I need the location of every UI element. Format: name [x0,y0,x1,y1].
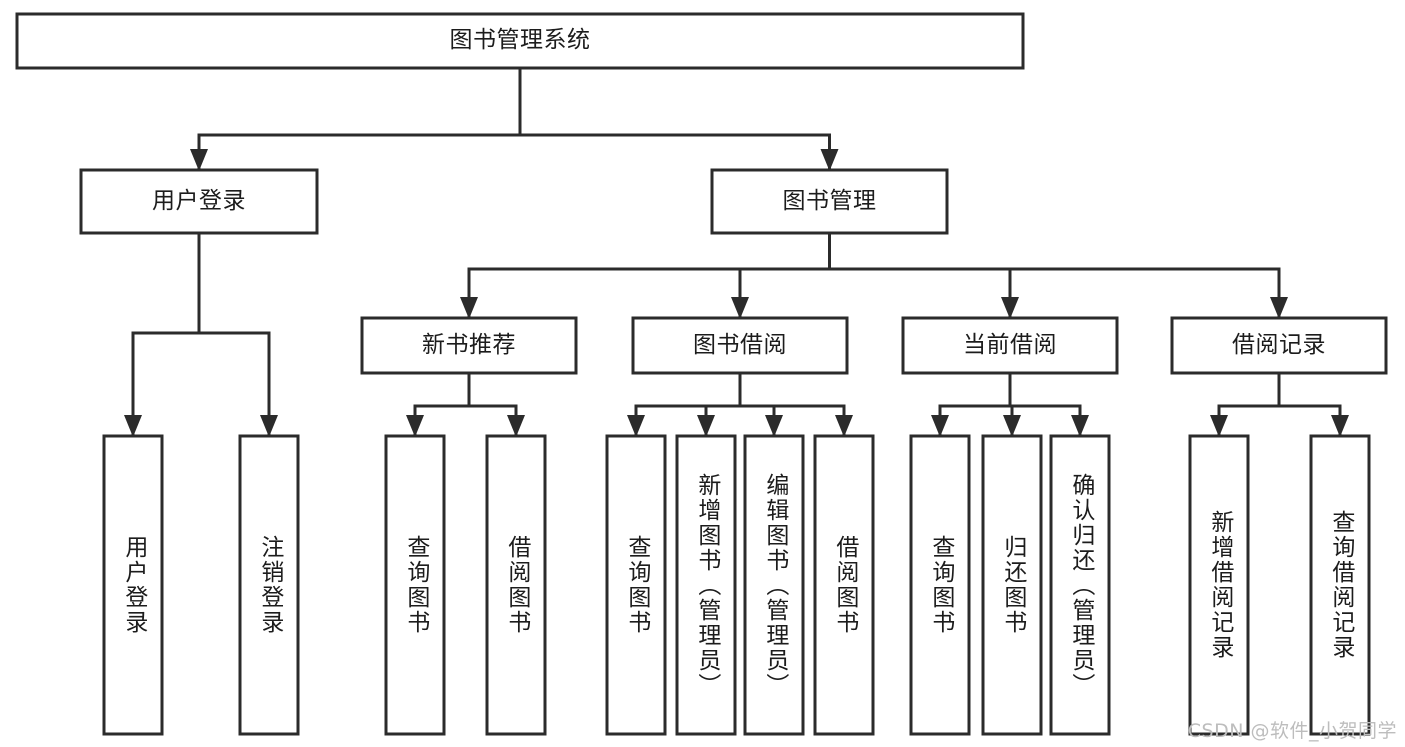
node-box-leaf-query-book-3 [909,434,971,736]
node-leaf-add-borrow-record-hitarea[interactable] [1190,436,1248,734]
node-leaf-query-borrow-record-hitarea[interactable] [1311,436,1369,734]
node-leaf-query-book-2-hitarea[interactable] [607,436,665,734]
node-box-book-manage [710,168,949,235]
node-box-borrow-record [1170,316,1388,375]
arrow-to-leaf-query-borrow-record [1331,415,1349,437]
node-box-root [15,12,1025,70]
node-box-leaf-query-book-1 [384,434,446,736]
node-box-leaf-edit-book [743,434,805,736]
node-box-leaf-user-logout [238,434,300,736]
node-leaf-edit-book-hitarea[interactable] [745,436,803,734]
node-leaf-return-book-hitarea[interactable] [983,436,1041,734]
node-leaf-query-book-3-hitarea[interactable] [911,436,969,734]
node-user-login-hitarea[interactable] [81,170,317,233]
arrow-to-new-book-recommend [460,297,478,319]
node-leaf-borrow-book-1-hitarea[interactable] [487,436,545,734]
node-box-leaf-borrow-book-1 [485,434,547,736]
arrow-to-leaf-add-borrow-record [1210,415,1228,437]
node-box-user-login [79,168,319,235]
node-current-borrow-hitarea[interactable] [903,318,1117,373]
arrow-to-leaf-return-book [1003,415,1021,437]
arrow-to-user-login [190,149,208,171]
node-box-leaf-add-book [675,434,737,736]
node-book-manage-hitarea[interactable] [712,170,947,233]
node-box-book-borrow [631,316,849,375]
arrow-to-book-borrow [731,297,749,319]
node-leaf-borrow-book-2-hitarea[interactable] [815,436,873,734]
node-box-leaf-confirm-return [1049,434,1111,736]
node-book-borrow-hitarea[interactable] [633,318,847,373]
node-box-leaf-return-book [981,434,1043,736]
arrow-to-leaf-user-logout [260,415,278,437]
node-box-current-borrow [901,316,1119,375]
arrow-to-book-manage [820,149,839,171]
node-box-new-book-recommend [360,316,578,375]
node-new-book-recommend-hitarea[interactable] [362,318,576,373]
arrow-to-leaf-query-book-3 [931,415,949,437]
node-leaf-user-logout-hitarea[interactable] [240,436,298,734]
arrow-to-leaf-query-book-2 [627,415,645,437]
arrow-to-leaf-borrow-book-2 [835,415,853,437]
arrow-to-leaf-user-login [124,415,142,437]
node-leaf-user-login-hitarea[interactable] [104,436,162,734]
box-layer [15,12,1388,736]
node-box-leaf-add-borrow-record [1188,434,1250,736]
arrow-to-leaf-confirm-return [1071,415,1089,437]
node-borrow-record-hitarea[interactable] [1172,318,1386,373]
node-box-leaf-query-borrow-record [1309,434,1371,736]
connector-layer [124,66,1349,437]
node-leaf-query-book-1-hitarea[interactable] [386,436,444,734]
arrow-to-borrow-record [1270,297,1288,319]
arrow-to-leaf-add-book [697,415,715,437]
node-box-leaf-user-login [102,434,164,736]
node-box-leaf-query-book-2 [605,434,667,736]
node-leaf-add-book-hitarea[interactable] [677,436,735,734]
node-root-hitarea[interactable] [17,14,1023,68]
arrow-to-leaf-query-book-1 [406,415,424,437]
node-leaf-confirm-return-hitarea[interactable] [1051,436,1109,734]
arrow-to-leaf-edit-book [765,415,783,437]
node-box-leaf-borrow-book-2 [813,434,875,736]
arrow-to-current-borrow [1001,297,1019,319]
arrow-to-leaf-borrow-book-1 [507,415,525,437]
